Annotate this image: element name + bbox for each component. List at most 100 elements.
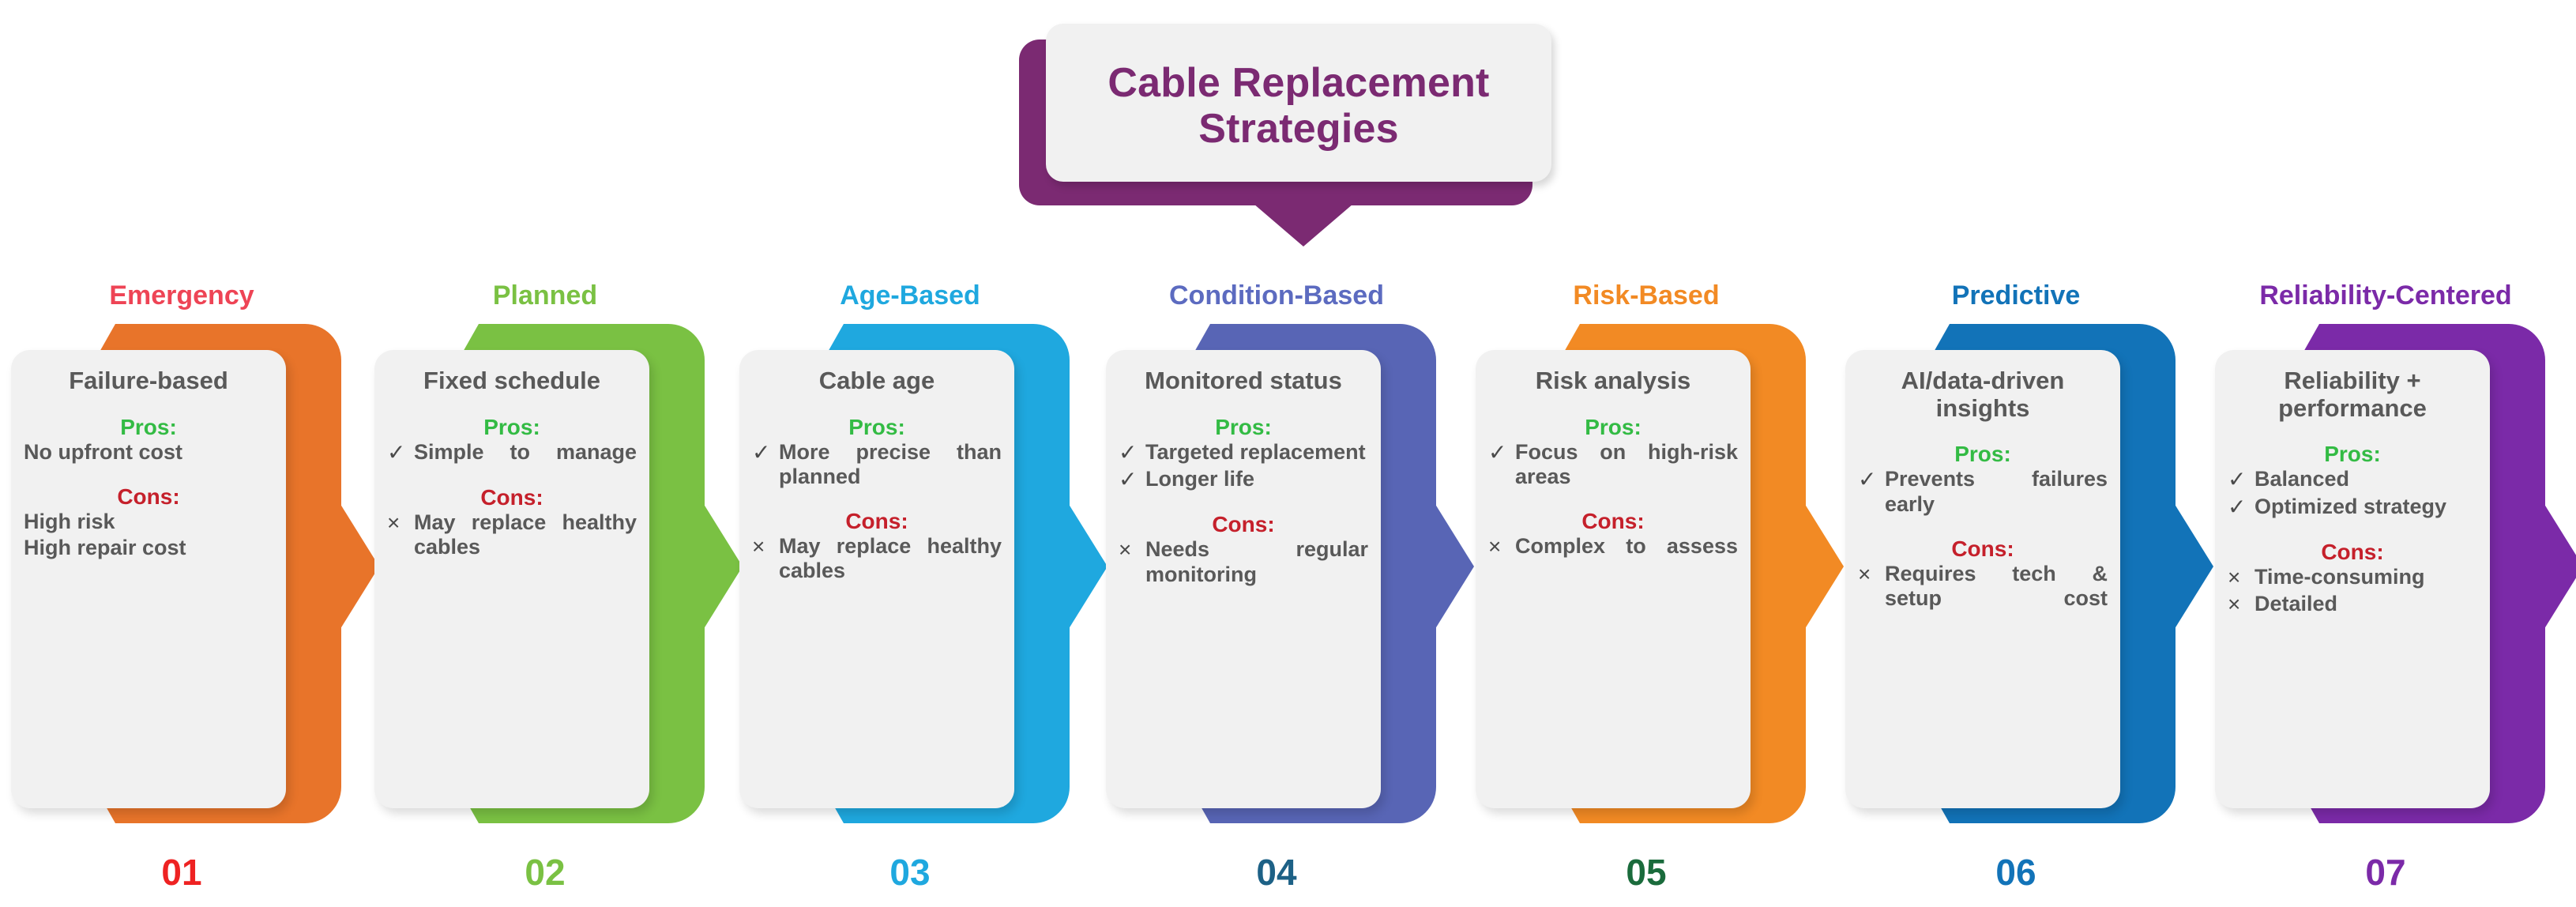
pros-label: Pros:: [1585, 414, 1641, 439]
list-item-text: Balanced: [2254, 467, 2350, 491]
pros-label: Pros:: [483, 414, 540, 439]
card-subtitle: Reliability + performance: [2278, 367, 2427, 422]
page-title-line-2: Strategies: [1198, 106, 1399, 152]
list-item: ×High risk: [24, 510, 273, 534]
list-item-text: May replace healthy cables: [414, 510, 637, 559]
list-item-text: Targeted replacement: [1145, 439, 1366, 464]
card-subtitle: AI/data-driven insights: [1901, 367, 2065, 422]
card-step-number: 01: [161, 852, 202, 893]
list-item: × Complex to assess: [1488, 534, 1738, 559]
list-item: ✓Simple to manage: [387, 440, 637, 465]
pros-label: Pros:: [120, 414, 177, 439]
cross-icon: ×: [2228, 592, 2241, 617]
cross-icon: ×: [387, 510, 401, 535]
cons-list: × May replace healthy cables: [387, 510, 637, 560]
cons-label: Cons:: [845, 509, 908, 534]
pros-label: Pros:: [1215, 414, 1272, 439]
check-icon: ✓: [2228, 467, 2247, 492]
spacer: [387, 467, 637, 486]
arrow-right-icon: [1063, 495, 1107, 638]
spacer: [24, 395, 273, 416]
card-header-label: Emergency: [109, 280, 254, 310]
list-item: × Time-consuming: [2228, 565, 2477, 590]
pros-list: ✓Targeted replacement✓ Longer life: [1119, 440, 1368, 493]
cons-label: Cons:: [1581, 509, 1645, 534]
list-item-text: Prevents failures early: [1885, 467, 2108, 516]
arrow-right-icon: [698, 495, 743, 638]
cross-icon: ×: [1858, 561, 1871, 586]
list-item-text: Complex to assess: [1515, 533, 1738, 558]
check-icon: ✓: [387, 439, 406, 465]
card-step-number: 04: [1256, 852, 1297, 893]
list-item-text: Longer life: [1145, 466, 1255, 491]
card-subtitle: Monitored status: [1145, 367, 1342, 394]
list-item: ×Requires tech & setup cost: [1858, 562, 2108, 612]
list-item-text: Time-consuming: [2254, 564, 2425, 589]
card-step-number: 06: [1995, 852, 2036, 893]
title-banner-pointer-icon: [1248, 199, 1359, 247]
card-header-label: Predictive: [1951, 280, 2081, 310]
spacer: [2228, 521, 2477, 540]
spacer: [1488, 491, 1738, 510]
spacer: [24, 466, 273, 485]
pros-list: ✓No upfront cost: [24, 440, 273, 465]
pros-list: ✓Focus on high-risk areas: [1488, 440, 1738, 490]
pros-list: ✓Prevents failures early: [1858, 467, 2108, 517]
list-item-text: More precise than planned: [779, 439, 1002, 488]
list-item: × Detailed: [2228, 592, 2477, 617]
list-item: × May replace healthy cables: [387, 510, 637, 560]
card-step-number: 07: [2365, 852, 2406, 893]
card-header-label: Risk-Based: [1573, 280, 1720, 310]
spacer: [2228, 422, 2477, 442]
list-item: ✓More precise than planned: [752, 440, 1002, 490]
cons-list: ×Needs regular monitoring: [1119, 537, 1368, 587]
check-icon: ✓: [1488, 439, 1507, 465]
list-item: ✓Targeted replacement: [1119, 440, 1368, 465]
arrow-right-icon: [1430, 495, 1474, 638]
cons-list: ×High risk×High repair cost: [24, 510, 273, 561]
cross-icon: ×: [752, 533, 765, 559]
title-banner-plate: Cable Replacement Strategies: [1046, 24, 1551, 182]
cons-list: × Time-consuming × Detailed: [2228, 565, 2477, 618]
check-icon: ✓: [1119, 466, 1138, 491]
list-item-text: High repair cost: [24, 535, 186, 559]
list-item: ×Needs regular monitoring: [1119, 537, 1368, 587]
pros-list: ✓Simple to manage: [387, 440, 637, 465]
card-step-number: 02: [525, 852, 566, 893]
card-header-label: Age-Based: [840, 280, 980, 310]
list-item-text: No upfront cost: [24, 439, 182, 464]
card-header-label: Reliability-Centered: [2259, 280, 2512, 310]
cross-icon: ×: [1488, 533, 1502, 559]
pros-label: Pros:: [1954, 442, 2011, 467]
spacer: [387, 395, 637, 416]
arrow-right-icon: [1799, 495, 1844, 638]
spacer: [1119, 494, 1368, 513]
list-item-text: Detailed: [2254, 592, 2338, 616]
card-subtitle: Fixed schedule: [423, 367, 600, 394]
card-step-number: 05: [1626, 852, 1667, 893]
page-title: Cable Replacement Strategies: [1087, 60, 1510, 152]
list-item: ✓Prevents failures early: [1858, 467, 2108, 517]
cross-icon: ×: [2228, 564, 2241, 589]
arrow-right-icon: [2539, 495, 2576, 638]
card-header-label: Planned: [492, 280, 598, 310]
card-subtitle: Cable age: [818, 367, 935, 394]
spacer: [1858, 518, 2108, 537]
title-banner: Cable Replacement Strategies: [1019, 24, 1551, 247]
list-item-text: May replace healthy cables: [779, 533, 1002, 583]
check-icon: ✓: [2228, 494, 2247, 519]
list-item-text: High risk: [24, 509, 115, 533]
